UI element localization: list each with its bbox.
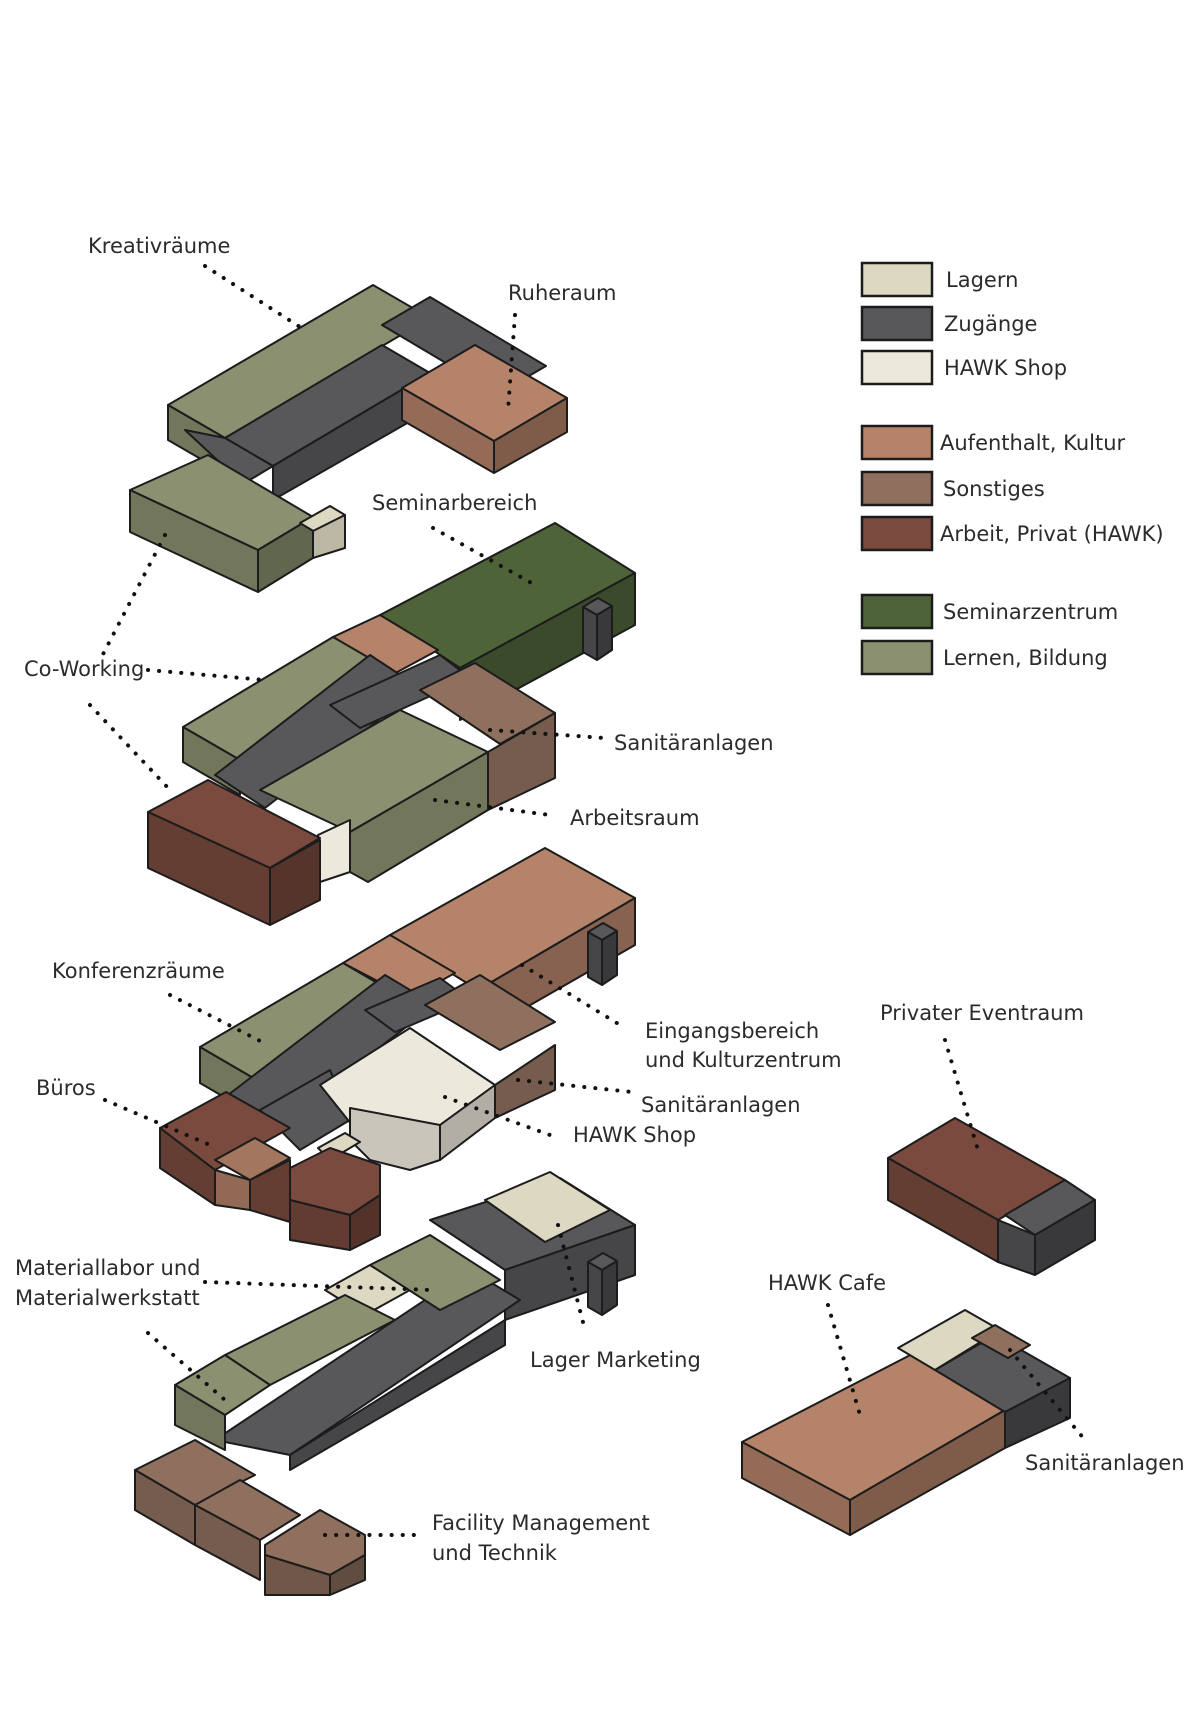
legend-label-lagern: Lagern [946,268,1018,292]
label-sanitaeranlagen-cafe: Sanitäranlagen [1025,1451,1185,1475]
label-lager-marketing: Lager Marketing [530,1348,701,1372]
cafe-building [741,1309,1071,1536]
block-pillar-1 [587,922,618,986]
legend-label-aufenthalt: Aufenthalt, Kultur [940,431,1126,455]
block-ruheraum [401,344,568,474]
legend-label-sonstiges: Sonstiges [943,477,1045,501]
label-facility-management: Facility Management [432,1511,650,1535]
floor-2 [147,522,636,926]
block-facility [134,1439,366,1596]
legend-label-seminarzentrum: Seminarzentrum [943,600,1118,624]
block-lager-2 [317,819,351,883]
legend-label-hawk-shop: HAWK Shop [944,356,1067,380]
label-materialwerkstatt: Materialwerkstatt [15,1286,200,1310]
legend-item-zugaenge: Zugänge [860,305,1037,342]
legend-swatch-lernen [860,639,934,676]
floor-1 [159,847,636,1251]
legend-item-lernen: Lernen, Bildung [860,639,1108,676]
label-privater-eventraum: Privater Eventraum [880,1001,1084,1025]
floor-3 [129,284,568,593]
block-materiallabor [174,1234,501,1451]
legend-swatch-arbeit [860,515,934,552]
label-hawk-shop: HAWK Shop [573,1123,696,1147]
floor-0 [134,1171,636,1596]
legend-swatch-seminarzentrum [860,593,934,630]
label-co-working: Co-Working [24,657,144,681]
legend-item-sonstiges: Sonstiges [860,470,1045,507]
block-buero-2 [147,779,321,926]
legend: Lagern Zugänge HAWK Shop Aufenthalt, Kul… [860,261,1164,676]
block-cafe-access [934,1334,1071,1449]
leader-lines [88,264,1087,1537]
block-lager-3 [299,505,346,559]
labels: Kreativräume Ruheraum Seminarbereich Co-… [15,234,1185,1565]
label-sanitaeranlagen-2: Sanitäranlagen [614,731,774,755]
block-pillar-0 [587,1252,618,1316]
block-eventraum-access [997,1179,1096,1276]
label-seminarbereich: Seminarbereich [372,491,537,515]
block-cafe [741,1349,1006,1536]
block-pillar-2 [582,597,613,661]
label-materiallabor: Materiallabor und [15,1256,200,1280]
label-kulturzentrum: und Kulturzentrum [645,1048,842,1072]
block-bueros [159,1091,381,1251]
legend-item-aufenthalt: Aufenthalt, Kultur [860,424,1126,461]
legend-swatch-hawk-shop [860,349,934,386]
legend-swatch-zugaenge [860,305,934,342]
legend-item-lagern: Lagern [860,261,1018,298]
legend-label-zugaenge: Zugänge [944,312,1037,336]
legend-item-arbeit: Arbeit, Privat (HAWK) [860,515,1164,552]
legend-item-hawk-shop: HAWK Shop [860,349,1067,386]
block-cafe-sanitaer [971,1324,1031,1359]
block-coworking-3 [129,454,314,593]
label-und-technik: und Technik [432,1541,558,1565]
label-arbeitsraum: Arbeitsraum [570,806,700,830]
eventraum-building [887,1117,1096,1276]
legend-label-lernen: Lernen, Bildung [943,646,1108,670]
label-ruheraum: Ruheraum [508,281,616,305]
legend-swatch-aufenthalt [860,424,934,461]
label-hawk-cafe: HAWK Cafe [768,1271,886,1295]
block-corridor-2 [214,654,471,809]
label-konferenzraeume: Konferenzräume [52,959,225,983]
label-eingangsbereich: Eingangsbereich [645,1019,819,1043]
legend-item-seminarzentrum: Seminarzentrum [860,593,1118,630]
legend-swatch-lagern [860,261,934,298]
block-hawk-shop [319,1027,496,1171]
legend-swatch-sonstiges [860,470,934,507]
label-bueros: Büros [36,1076,96,1100]
legend-label-arbeit: Arbeit, Privat (HAWK) [940,522,1164,546]
block-corridor-3 [184,296,547,501]
label-kreativraeume: Kreativräume [88,234,230,258]
label-sanitaeranlagen-1: Sanitäranlagen [641,1093,801,1117]
